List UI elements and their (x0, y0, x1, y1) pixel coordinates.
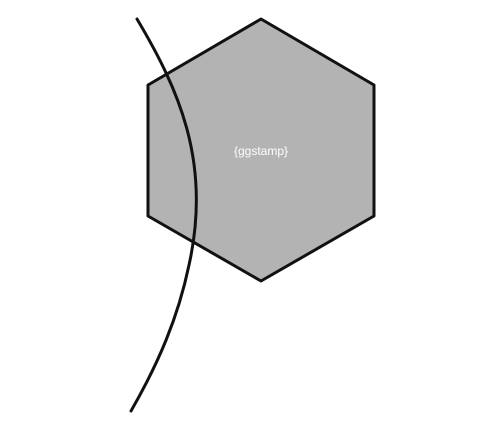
hexagon-stamp-shape (146, 17, 376, 283)
stamp-label: {ggstamp} (234, 144, 288, 158)
curved-line (129, 17, 198, 413)
